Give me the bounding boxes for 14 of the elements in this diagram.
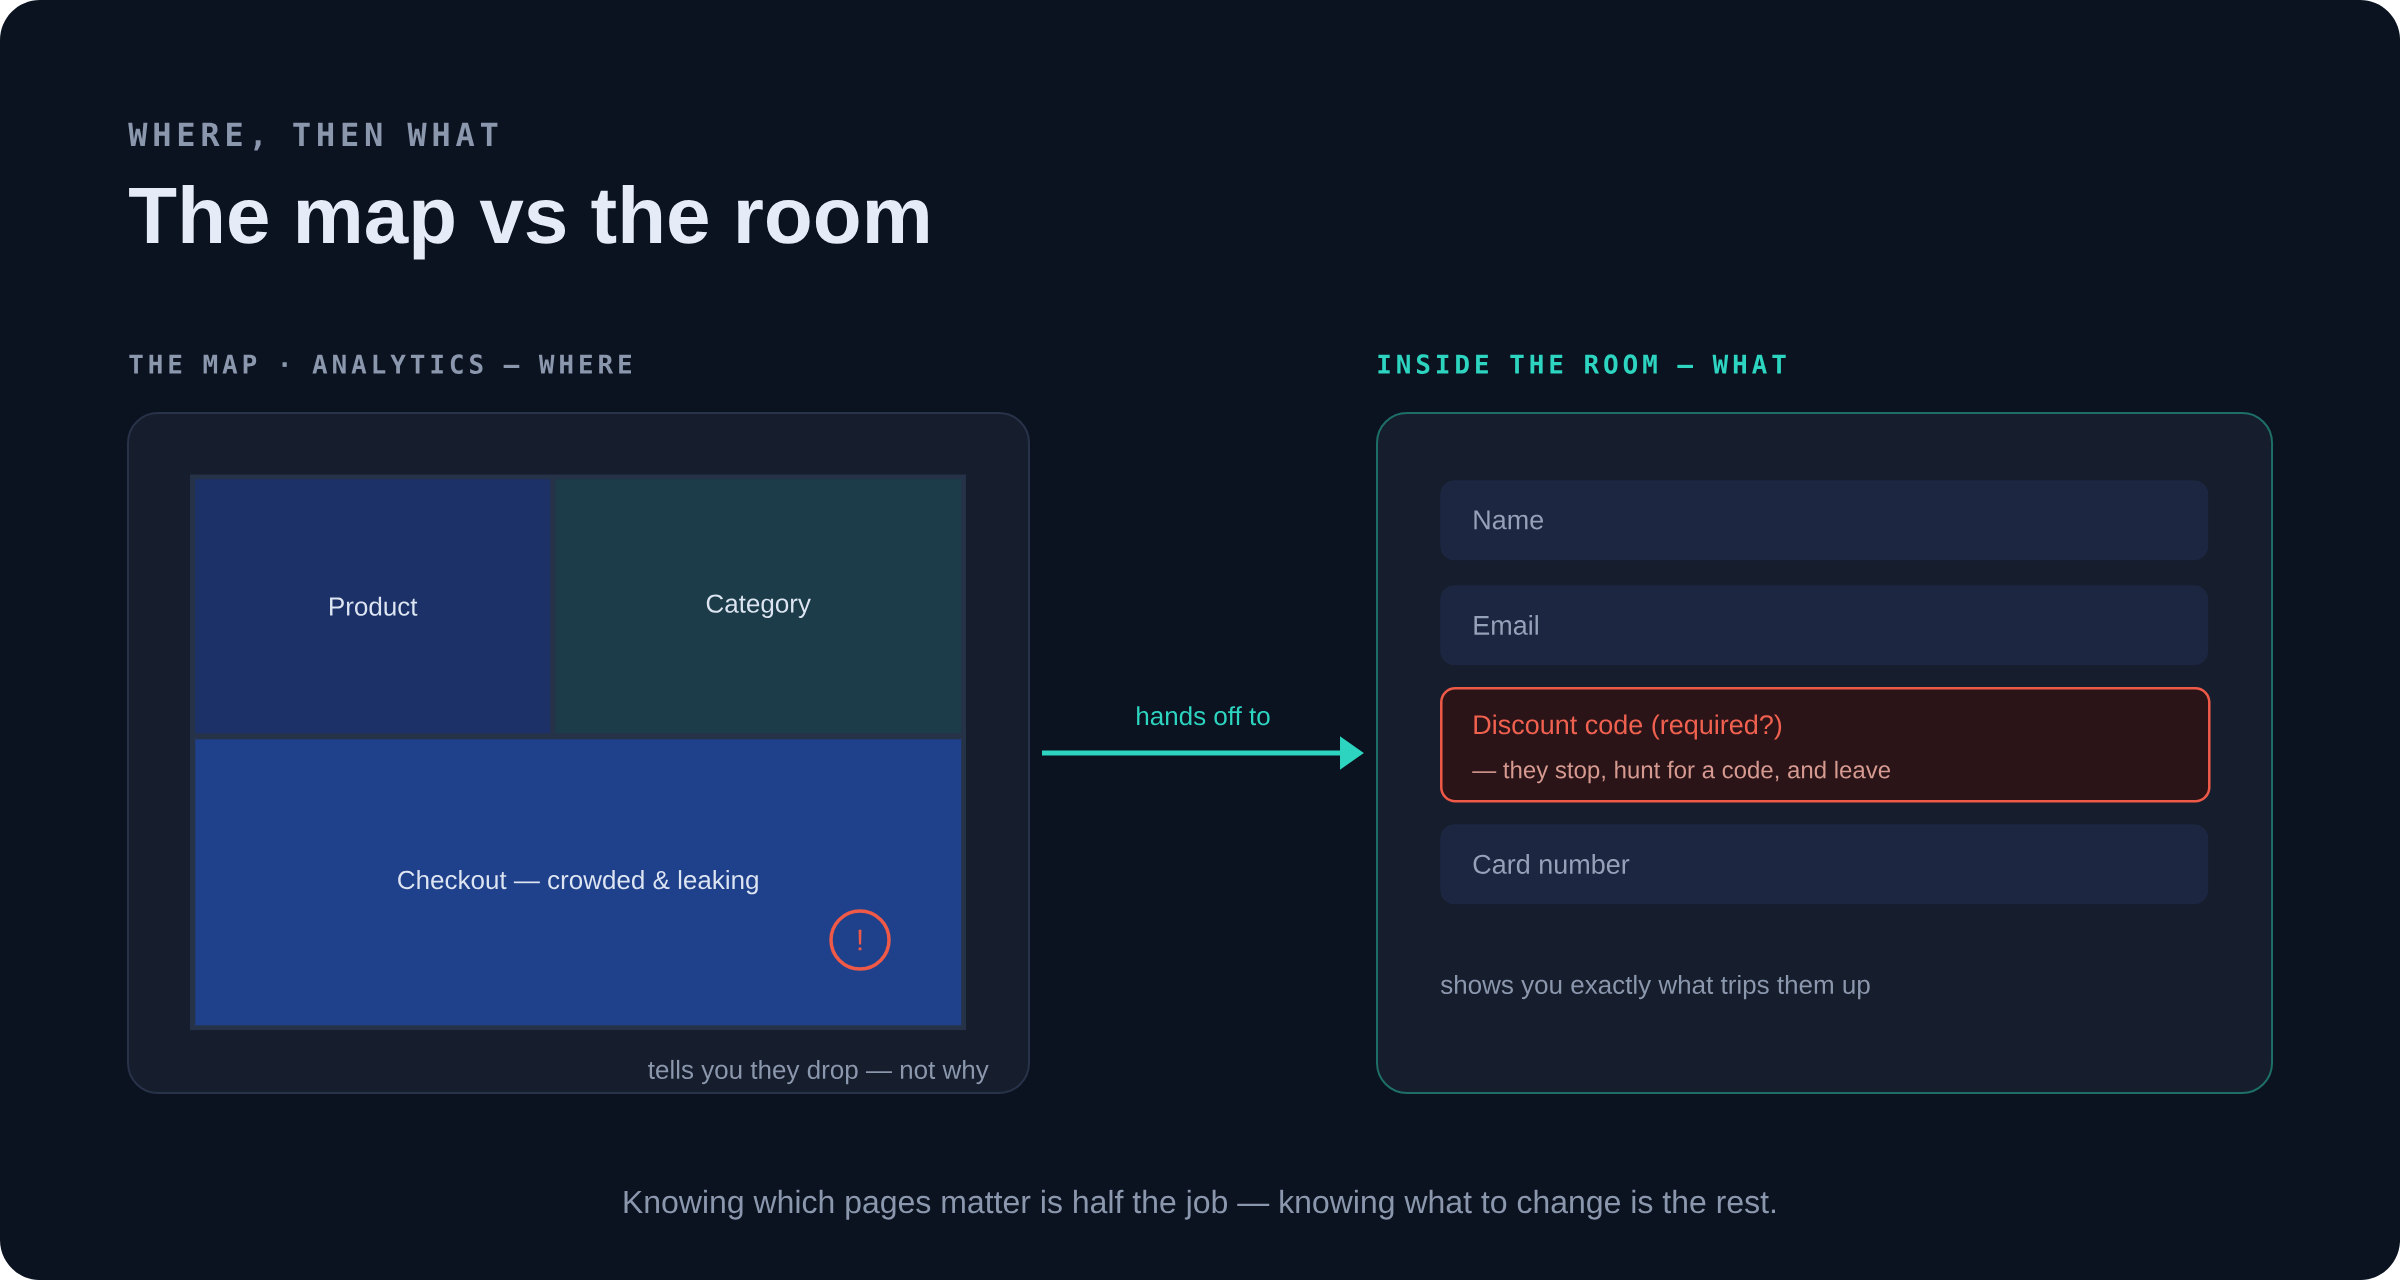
edge-label: hands off to xyxy=(1131,702,1275,730)
panel-note: shows you exactly what trips them up xyxy=(1440,974,1870,1000)
treemap-tile: Product xyxy=(195,479,551,734)
input-field: Discount code (required?) — they stop, hunt for a code, and leave xyxy=(1440,687,2211,803)
panel-note: tells you they drop — not why xyxy=(648,1059,989,1085)
treemap-tile: Category xyxy=(555,479,962,734)
section-heading: INSIDE THE ROOM — WHAT xyxy=(1378,354,1786,374)
caption: Knowing which pages matter is half the job — knowing what to change is the rest. xyxy=(624,1189,1775,1220)
section-heading: THE MAP · ANALYTICS — WHERE xyxy=(129,354,631,374)
input-field: Card number xyxy=(1440,824,2209,905)
title: The map vs the room xyxy=(129,185,928,260)
input-field: Name xyxy=(1440,480,2209,561)
input-field: Email xyxy=(1440,585,2209,666)
eyebrow-text: WHERE, THEN WHAT xyxy=(128,122,498,151)
